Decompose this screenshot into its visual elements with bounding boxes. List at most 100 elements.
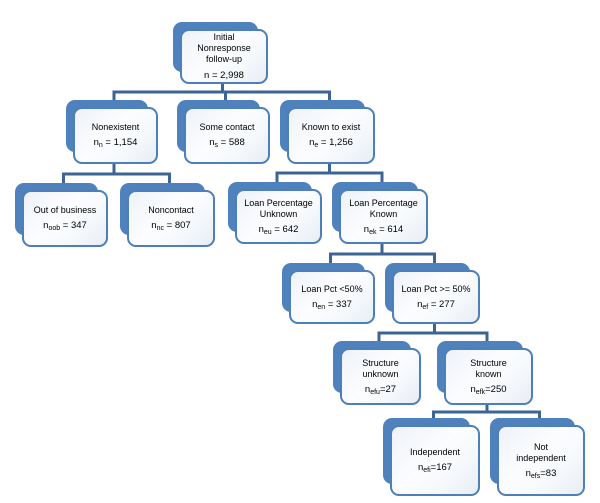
count-number: = 277	[428, 298, 455, 310]
count-symbol: n	[363, 224, 370, 236]
node-loan-ge50: Loan Pct >= 50% nef = 277	[385, 263, 480, 324]
node-known-to-exist: Known to exist ne = 1,256	[280, 100, 375, 164]
node-label-line: Some contact	[199, 122, 255, 133]
count-number: = 642	[271, 224, 299, 236]
node-nonexistent: Nonexistent nn = 1,154	[66, 100, 158, 164]
node-label-line: follow-up	[205, 54, 242, 65]
node-label-line: Structure	[470, 357, 507, 368]
count-symbol: n	[525, 468, 531, 480]
node-label: Known to exist	[302, 122, 361, 133]
node-count-value: neu = 642	[258, 224, 299, 237]
node-count-value: nef = 277	[417, 298, 455, 311]
count-symbol: n	[258, 224, 264, 236]
count-symbol: n	[209, 137, 215, 149]
node-label-line: Nonresponse	[197, 43, 251, 54]
node-label-line: Known to exist	[301, 122, 361, 133]
count-subscript: ef	[422, 303, 429, 311]
count-number: = 2,998	[209, 69, 244, 81]
count-number: =27	[379, 384, 397, 396]
node-count-value: nefi=167	[418, 463, 452, 475]
node-box: Out of business noob = 347	[22, 190, 108, 247]
count-subscript: nc	[156, 225, 164, 233]
count-subscript: ek	[369, 229, 377, 237]
node-label-line: Known	[369, 208, 398, 219]
count-symbol: n	[43, 220, 49, 232]
count-subscript: efk	[475, 389, 486, 397]
count-symbol: n	[93, 137, 99, 149]
count-subscript: s	[214, 142, 219, 150]
node-label-line: Loan Percentage	[244, 197, 313, 208]
node-label: Noncontact	[148, 205, 194, 216]
node-box: Loan Pct <50% nen = 337	[289, 270, 375, 324]
count-symbol: n	[204, 69, 210, 81]
count-symbol: n	[417, 298, 423, 310]
count-number: =83	[540, 468, 557, 480]
node-label-line: unknown	[362, 368, 399, 379]
node-label-line: Independent	[409, 447, 461, 458]
node-count-value: nnc = 807	[151, 220, 190, 233]
node-count-value: ns = 588	[209, 137, 244, 150]
count-subscript: e	[314, 142, 319, 150]
count-subscript: eu	[263, 229, 272, 237]
node-count-value: nefs=83	[525, 468, 557, 481]
node-label: Loan Pct >= 50%	[401, 284, 470, 295]
node-box: Nonexistent nn = 1,154	[73, 107, 158, 164]
count-subscript: efs	[530, 473, 541, 481]
node-box: Loan Pct >= 50% nef = 277	[392, 270, 480, 324]
node-count-value: n = 2,998	[204, 69, 244, 81]
node-label-line: Structure	[362, 357, 399, 368]
count-symbol: n	[309, 137, 315, 149]
node-label: Out of business	[34, 205, 97, 216]
node-count-value: nen = 337	[312, 298, 352, 311]
count-number: = 337	[325, 298, 352, 310]
node-count-value: nefk=250	[470, 384, 507, 397]
count-symbol: n	[470, 384, 476, 396]
node-independent: Independent nefi=167	[383, 418, 480, 496]
node-label: Independent	[410, 447, 460, 458]
node-label: Nonexistent	[92, 122, 140, 133]
node-label-line: independent	[516, 452, 566, 463]
count-symbol: n	[312, 298, 318, 310]
count-subscript: efi	[423, 467, 431, 475]
count-subscript: n	[98, 142, 103, 150]
node-label-line: Initial	[213, 31, 235, 42]
count-number: = 1,256	[318, 137, 353, 149]
node-label: Some contact	[199, 122, 254, 133]
node-label-line: Loan Pct <50%	[301, 283, 363, 294]
node-label-line: Not	[533, 441, 548, 452]
node-box: Independent nefi=167	[390, 425, 480, 496]
count-number: = 614	[376, 224, 404, 236]
node-loan-lt50: Loan Pct <50% nen = 337	[282, 263, 375, 324]
node-count-value: nefu=27	[365, 384, 397, 397]
node-count-value: noob = 347	[43, 220, 87, 233]
node-noncontact: Noncontact nnc = 807	[120, 183, 215, 247]
count-number: = 1,154	[102, 137, 138, 149]
count-symbol: n	[151, 220, 157, 232]
node-box: Noncontact nnc = 807	[127, 190, 215, 247]
node-label-line: Nonexistent	[91, 122, 140, 133]
node-count-value: ne = 1,256	[309, 137, 353, 150]
node-label-line: Unknown	[259, 208, 298, 219]
node-count-value: nek = 614	[363, 224, 404, 237]
count-subscript: oob	[48, 225, 61, 233]
node-label-line: Out of business	[33, 205, 97, 216]
count-number: =250	[485, 384, 507, 396]
count-subscript: efu	[370, 389, 380, 397]
node-count-value: nn = 1,154	[93, 137, 138, 150]
